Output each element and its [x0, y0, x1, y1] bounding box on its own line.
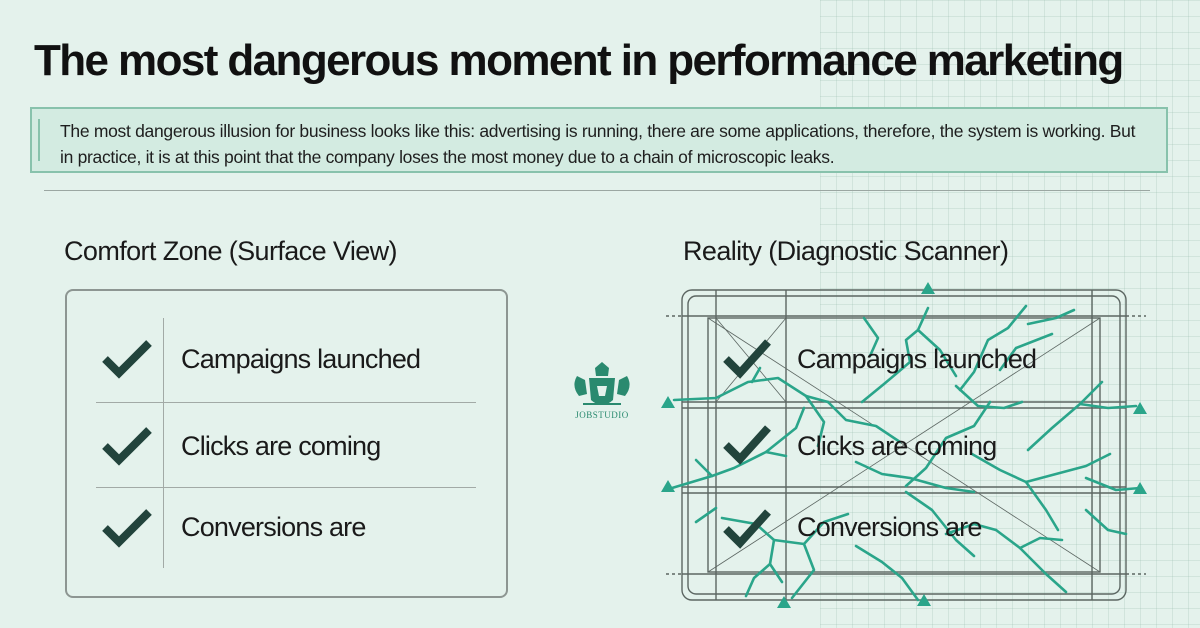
reality-item-clicks: Clicks are coming [797, 431, 997, 461]
check-icon [102, 509, 152, 548]
warning-icon [661, 480, 675, 492]
warning-icon [1133, 402, 1147, 414]
divider [44, 190, 1150, 191]
grid-background [820, 0, 1200, 628]
reality-item-conversions: Conversions are [797, 512, 982, 542]
warning-icon [921, 282, 935, 294]
warning-icon [661, 396, 675, 408]
page-title: The most dangerous moment in performance… [34, 36, 1124, 85]
row-divider [96, 402, 476, 403]
logo-wordmark: JOBSTUDIO [575, 410, 629, 420]
check-icon [102, 427, 152, 466]
column-divider [163, 318, 164, 568]
comfort-item-clicks: Clicks are coming [181, 431, 381, 461]
warning-icon [1133, 482, 1147, 494]
reality-heading: Reality (Diagnostic Scanner) [683, 236, 1009, 266]
check-icon [723, 425, 771, 465]
reality-check-icons [723, 339, 771, 549]
warning-icons [661, 282, 1147, 608]
diagnostic-scanner [661, 282, 1147, 608]
check-icon [102, 340, 152, 379]
scanner-frame [666, 289, 1146, 601]
warning-icon [917, 594, 931, 606]
crack-lines [670, 304, 1142, 602]
row-divider [96, 487, 476, 488]
check-icon [723, 509, 771, 549]
comfort-item-conversions: Conversions are [181, 512, 366, 542]
check-icon [723, 339, 771, 379]
reality-item-campaigns: Campaigns launched [797, 344, 1037, 374]
comfort-zone-heading: Comfort Zone (Surface View) [64, 236, 398, 266]
warning-icon [777, 596, 791, 608]
intro-callout: The most dangerous illusion for business… [30, 107, 1168, 173]
jobstudio-logo [574, 362, 630, 405]
comfort-zone-card [65, 289, 508, 598]
callout-text: The most dangerous illusion for business… [60, 121, 1136, 167]
comfort-item-campaigns: Campaigns launched [181, 344, 421, 374]
